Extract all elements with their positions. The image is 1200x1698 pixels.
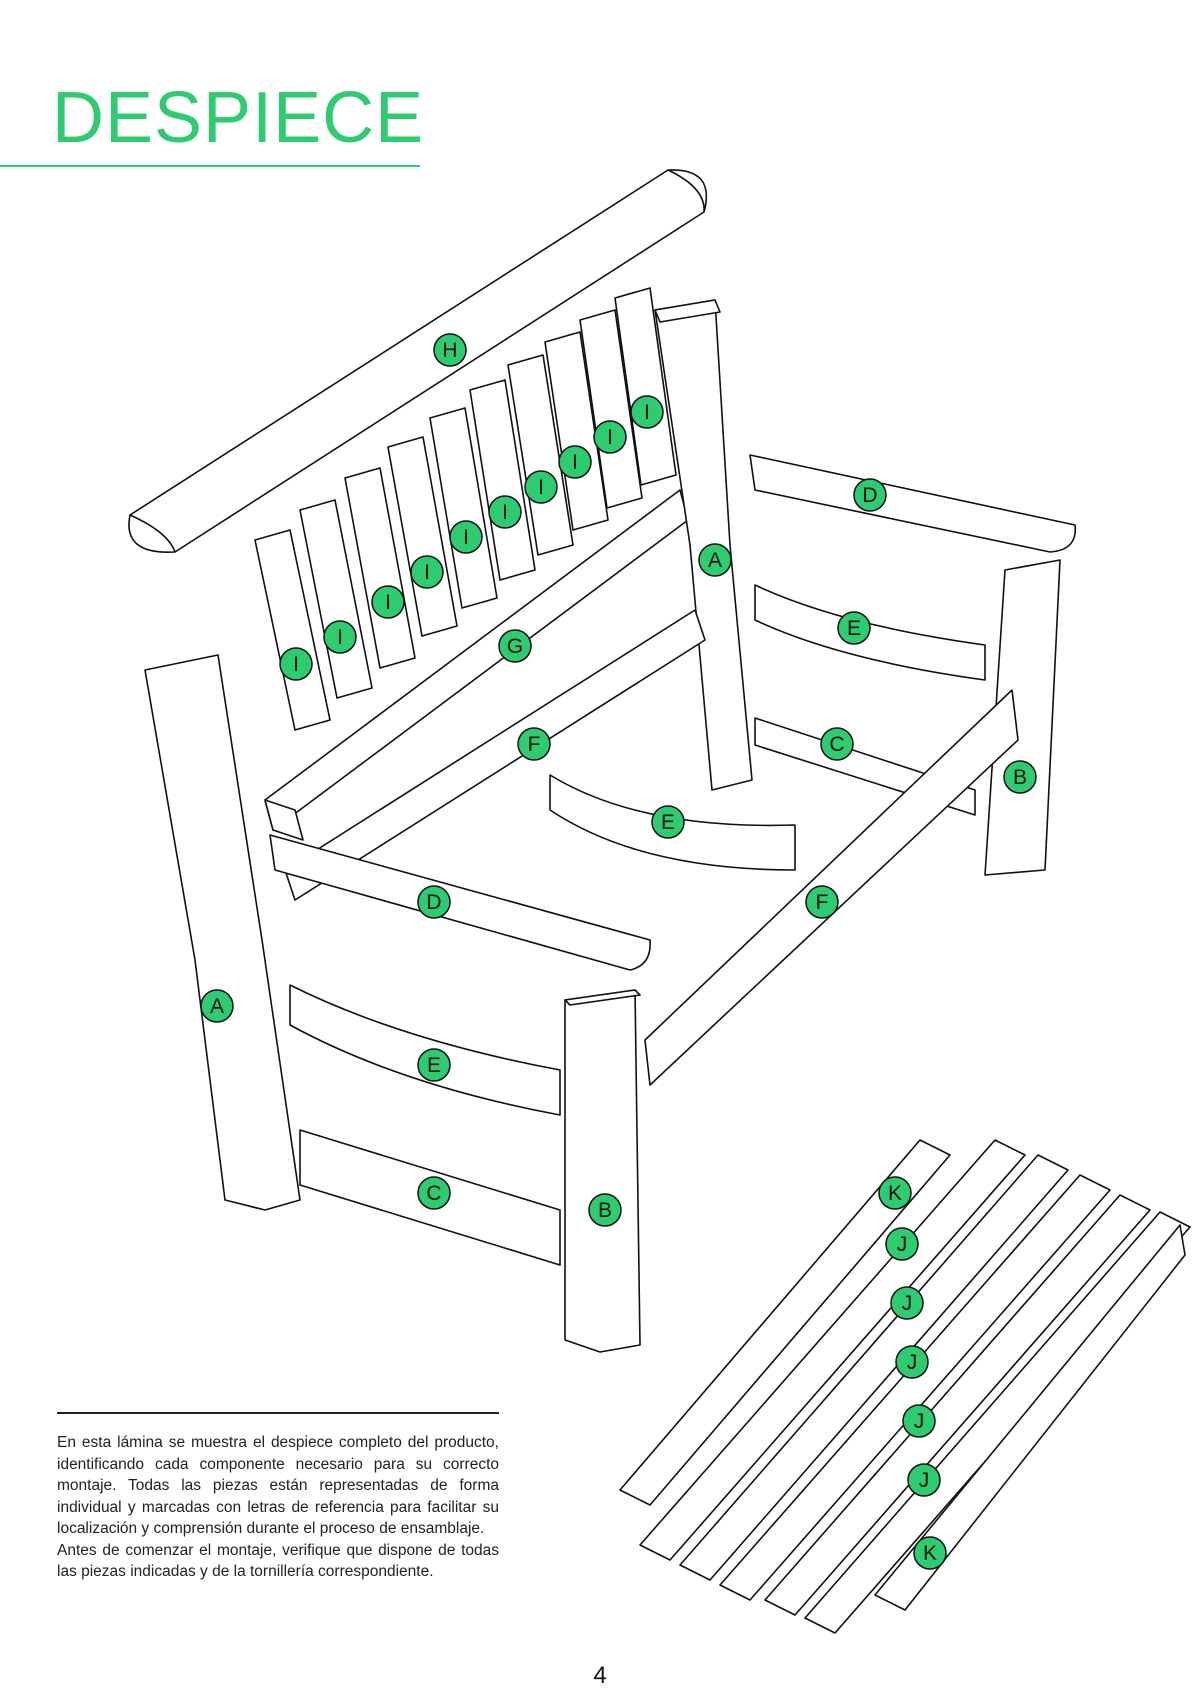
callout-b: B	[1003, 760, 1037, 794]
svg-text:F: F	[816, 891, 829, 914]
callout-f: F	[517, 727, 551, 761]
callout-j: J	[885, 1227, 919, 1261]
part-b-front-leg-right	[984, 559, 1061, 876]
svg-text:K: K	[923, 1542, 937, 1565]
svg-text:J: J	[907, 1351, 918, 1374]
callout-i: I	[323, 620, 357, 654]
callout-i: I	[524, 470, 558, 504]
svg-text:E: E	[847, 617, 861, 640]
page-title: DESPIECE	[52, 78, 425, 158]
svg-text:I: I	[644, 401, 650, 424]
svg-text:I: I	[572, 451, 578, 474]
svg-text:C: C	[426, 1182, 441, 1205]
callout-a: A	[698, 543, 732, 577]
svg-text:I: I	[293, 653, 299, 676]
callout-e: E	[417, 1048, 451, 1082]
part-d-armrest-right	[749, 454, 1077, 553]
svg-text:J: J	[914, 1410, 925, 1433]
svg-text:I: I	[385, 591, 391, 614]
part-d-armrest-left	[269, 834, 651, 971]
description-rule	[57, 1412, 499, 1414]
callout-j: J	[902, 1404, 936, 1438]
svg-text:I: I	[538, 476, 544, 499]
callout-j: J	[895, 1345, 929, 1379]
callout-i: I	[279, 647, 313, 681]
part-f-seat-rail-front	[644, 689, 1019, 1086]
svg-text:A: A	[708, 549, 722, 572]
svg-text:H: H	[442, 339, 457, 362]
callout-i: I	[593, 420, 627, 454]
svg-text:B: B	[598, 1199, 612, 1222]
description-block: En esta lámina se muestra el despiece co…	[57, 1432, 499, 1583]
callout-a: A	[200, 989, 234, 1023]
svg-text:I: I	[424, 561, 430, 584]
callout-c: C	[820, 727, 854, 761]
page-number: 4	[593, 1662, 607, 1689]
part-b-front-leg-left	[564, 989, 641, 1353]
description-paragraph-1: En esta lámina se muestra el despiece co…	[57, 1434, 499, 1537]
callout-j: J	[907, 1463, 941, 1497]
callout-e: E	[651, 805, 685, 839]
svg-text:G: G	[507, 635, 523, 658]
part-i-back-slats	[254, 287, 677, 731]
svg-text:C: C	[829, 733, 844, 756]
callout-e: E	[837, 611, 871, 645]
callout-k: K	[878, 1176, 912, 1210]
callout-d: D	[853, 478, 887, 512]
part-f-seat-rail-back	[284, 609, 706, 901]
svg-text:D: D	[862, 484, 877, 507]
part-h-top-rail	[128, 169, 708, 553]
part-a-rear-leg-right	[654, 299, 753, 791]
part-jk-seat-slats	[619, 1139, 1191, 1634]
svg-text:E: E	[427, 1054, 441, 1077]
description-paragraph-2: Antes de comenzar el montaje, verifique …	[57, 1541, 499, 1581]
svg-text:K: K	[888, 1182, 902, 1205]
svg-text:I: I	[607, 426, 613, 449]
callout-i: I	[410, 555, 444, 589]
title-underline	[0, 165, 420, 167]
callout-k: K	[913, 1536, 947, 1570]
svg-text:F: F	[528, 733, 541, 756]
svg-text:A: A	[210, 995, 224, 1018]
callout-g: G	[498, 629, 532, 663]
callout-i: I	[488, 495, 522, 529]
callout-c: C	[417, 1176, 451, 1210]
svg-text:E: E	[661, 811, 675, 834]
callout-h: H	[433, 333, 467, 367]
part-a-rear-leg-left	[144, 654, 301, 1211]
callout-i: I	[630, 395, 664, 429]
svg-text:B: B	[1013, 766, 1027, 789]
svg-text:D: D	[426, 891, 441, 914]
part-e-seat-support-left	[289, 984, 561, 1116]
callout-f: F	[805, 885, 839, 919]
callout-b: B	[588, 1193, 622, 1227]
callout-i: I	[449, 520, 483, 554]
callout-i: I	[558, 445, 592, 479]
callout-i: I	[371, 585, 405, 619]
callout-j: J	[890, 1286, 924, 1320]
svg-text:J: J	[897, 1233, 908, 1256]
svg-text:J: J	[919, 1469, 930, 1492]
svg-text:I: I	[337, 626, 343, 649]
svg-text:I: I	[463, 526, 469, 549]
svg-text:J: J	[902, 1292, 913, 1315]
svg-text:I: I	[502, 501, 508, 524]
callout-d: D	[417, 885, 451, 919]
